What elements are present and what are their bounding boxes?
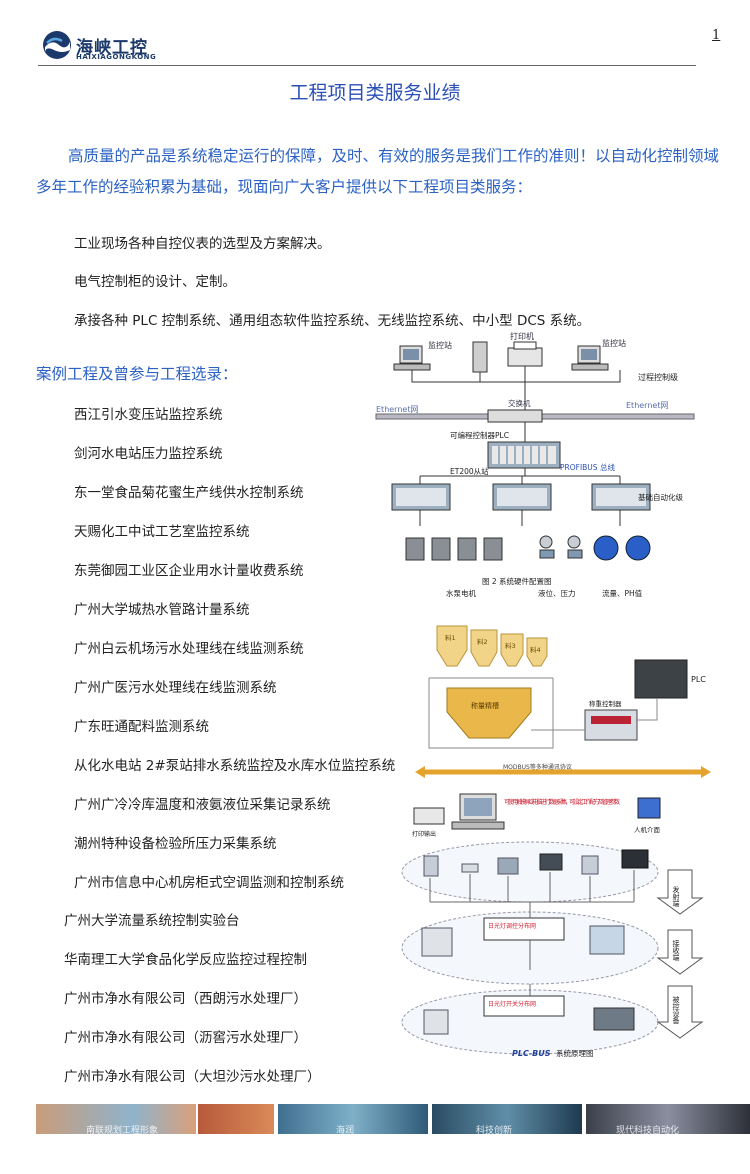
case-item: 广州市净水有限公司（沥窖污水处理厂）: [64, 1030, 307, 1046]
figure-caption: 图 2 系统硬件配置图: [482, 576, 552, 586]
service-item: 承接各种 PLC 控制系统、通用组态软件监控系统、无线监控系统、中小型 DCS …: [74, 313, 591, 329]
server-icon: [472, 341, 488, 373]
page-title: 工程项目类服务业绩: [289, 82, 461, 104]
case-item: 东一堂食品菊花蜜生产线供水控制系统: [74, 485, 304, 501]
batching-system-diagram: 料1 料2 料3 料4 称量精槽 PLC 称重控制器 MODBUS等多种通讯协议: [415, 625, 711, 778]
arrow-down-icon: [656, 929, 704, 975]
switch-panel-icon: [421, 927, 453, 957]
flowmeter-icon: [593, 535, 651, 561]
footer-caption: 现代科技自动化: [616, 1126, 680, 1136]
arrow-down-icon: [656, 869, 704, 915]
footer-banner: 南联规划工程形象 海润 科技创新 现代科技自动化: [36, 1104, 750, 1136]
case-item: 广州市信息中心机房柜式空调监测和控制系统: [74, 875, 344, 891]
monitor-icon: [393, 345, 431, 371]
side-label-transmit: 发射端: [672, 885, 680, 908]
logo-icon: [43, 31, 71, 59]
pressure-sensor-icon: [539, 535, 583, 559]
case-item: 广州大学流量系统控制实验台: [64, 913, 240, 929]
side-label-device: 被控设备: [672, 995, 680, 1025]
page-number: 1: [712, 28, 721, 43]
footer-caption: 海润: [336, 1126, 355, 1136]
case-item: 广州市净水有限公司（西朗污水处理厂）: [64, 991, 307, 1007]
label-silo: 料4: [530, 645, 541, 654]
weighing-controller-icon: [584, 709, 638, 741]
case-item: 广州广医污水处理线在线监测系统: [74, 680, 277, 696]
printer-icon: [507, 341, 543, 367]
logo-text: 海峡工控: [76, 38, 148, 58]
case-item: 广州大学城热水管路计量系统: [74, 602, 250, 618]
device-icon: [423, 849, 649, 877]
footer-caption: 南联规划工程形象: [86, 1126, 159, 1136]
case-item: 东莞御园工业区企业用水计量收费系统: [74, 563, 304, 579]
figure-caption: 系统原理图: [556, 1048, 594, 1058]
case-item: 剑河水电站压力监控系统: [74, 446, 223, 462]
case-item: 天赐化工中试工艺室监控系统: [74, 524, 250, 540]
box-title: 日光灯调控分布网: [488, 922, 536, 930]
label-controller: 称重控制器: [589, 699, 622, 708]
case-item: 从化水电站 2#泵站排水系统监控及水库水位监控系统: [74, 758, 396, 774]
label-silo: 料3: [505, 641, 516, 650]
label-plc: 可编程控制器PLC: [450, 430, 509, 440]
plc-bus-system-diagram: 打印输出 可使用触摸屏或电脑进行数据采集，可设定工作配方及管理参数 人机介面 日…: [401, 793, 704, 1058]
label-flow-ph: 流量、PH值: [602, 588, 643, 598]
label-plc: PLC: [691, 675, 706, 684]
lamp-icon: [589, 925, 625, 955]
hopper-icon: [446, 687, 532, 739]
logo-subtext: HAIXIAGONGKONG: [76, 53, 157, 61]
label-silo: 料1: [445, 633, 456, 642]
label-bus: MODBUS等多种通讯协议: [503, 763, 572, 771]
case-item: 华南理工大学食品化学反应监控过程控制: [64, 952, 307, 968]
cases-heading: 案例工程及曾参与工程选录：: [36, 365, 238, 383]
plc-icon: [634, 659, 688, 699]
label-monitor-left: 监控站: [428, 340, 452, 350]
service-item: 工业现场各种自控仪表的选型及方案解决。: [74, 236, 331, 252]
pump-motor-icon: [405, 537, 503, 561]
intro-paragraph: 高质量的产品是系统稳定运行的保障，及时、有效的服务是我们工作的准则！以自动化控制…: [36, 147, 720, 196]
label-level-pressure: 液位、压力: [538, 588, 576, 598]
appliance-icon: [593, 1007, 635, 1031]
switch-icon: [487, 409, 543, 423]
side-label-receive: 接收端: [672, 939, 680, 962]
light-icon: [423, 1009, 449, 1035]
fig-note: 可使用触摸屏或电脑进行数据采集，可设定工作配方及管理参数: [504, 798, 620, 806]
label-switch: 交换机: [508, 398, 531, 408]
label-et200: ET200从站: [450, 466, 489, 476]
case-item: 广东旺通配料监测系统: [74, 719, 209, 735]
label-silo: 料2: [477, 637, 488, 646]
caption-brand: PLC-BUS: [512, 1049, 551, 1058]
label-hopper: 称量精槽: [471, 701, 499, 710]
plc-rack-icon: [487, 441, 561, 469]
label-hmi: 人机介面: [634, 825, 661, 834]
label-printer: 打印机: [510, 331, 534, 341]
case-item: 广州市净水有限公司（大坦沙污水处理厂）: [64, 1069, 321, 1085]
hmi-icon: [637, 797, 661, 819]
label-profibus: PROFIBUS 总线: [560, 462, 615, 472]
et200-rack-icon: [391, 483, 451, 511]
box-title: 日光灯开关分布网: [488, 1000, 536, 1008]
printer-icon: [413, 807, 445, 825]
et200-rack-icon: [591, 483, 651, 511]
label-pump: 水泵电机: [446, 588, 476, 598]
silo-icon: [436, 625, 548, 667]
arrow-down-icon: [656, 985, 704, 1039]
label-ethernet-right: Ethernet网: [626, 401, 668, 410]
case-item: 潮州特种设备检验所压力采集系统: [74, 836, 277, 852]
header-divider: [38, 65, 696, 66]
case-item: 西江引水变压站监控系统: [74, 407, 223, 423]
label-monitor-right: 监控站: [602, 338, 626, 348]
case-item: 广州广冷冷库温度和液氨液位采集记录系统: [74, 797, 331, 813]
et200-rack-icon: [492, 483, 552, 511]
hardware-config-diagram: 监控站 打印机 监控站 过程控制级 交换机 Ethernet网 Ethernet…: [375, 331, 695, 598]
label-printer-output: 打印输出: [412, 830, 436, 838]
service-item: 电气控制柜的设计、定制。: [74, 274, 236, 290]
label-ethernet-left: Ethernet网: [376, 405, 418, 414]
label-process-level: 过程控制级: [638, 372, 678, 382]
case-item: 广州白云机场污水处理线在线监测系统: [74, 641, 304, 657]
label-basic-level: 基础自动化级: [638, 492, 683, 502]
computer-icon: [451, 793, 505, 830]
monitor-icon: [571, 345, 609, 371]
footer-caption: 科技创新: [476, 1126, 513, 1136]
